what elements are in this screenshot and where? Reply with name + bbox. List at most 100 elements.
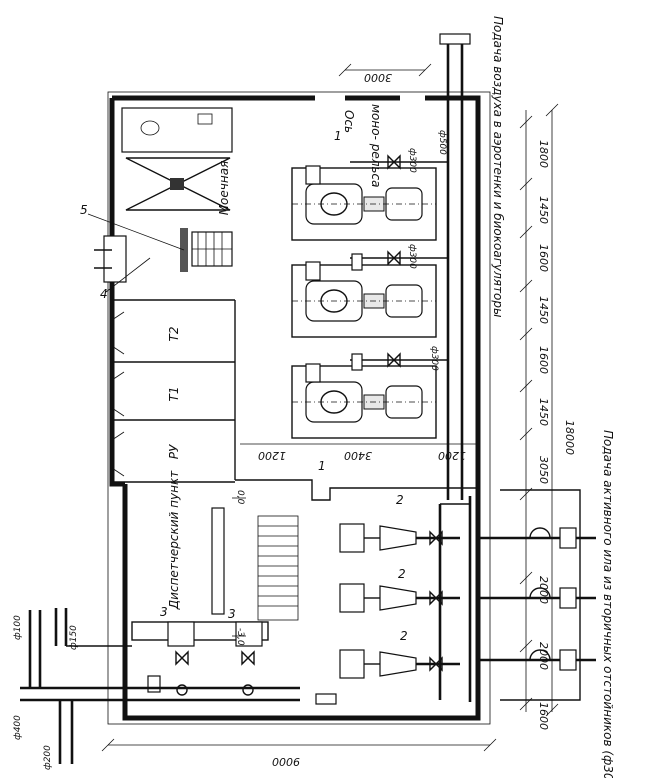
blower-unit: [292, 183, 436, 225]
dispatch-console: [211, 507, 225, 615]
wc-block: [121, 107, 233, 153]
inlet-pipes: [20, 608, 337, 764]
pipe-150-label: ф150: [69, 625, 79, 650]
pump-volute: [379, 585, 417, 611]
valve-handwheel-icon: [242, 684, 254, 696]
dim-1600-b: 1600: [537, 346, 550, 374]
callout-2-b: 2: [398, 567, 406, 581]
dim-1450-a: 1450: [537, 196, 550, 224]
sludge-supply-text: Подача активного ила из вторичных отстой…: [601, 430, 615, 778]
level-zero: 0,0: [235, 490, 245, 505]
tank-icon: [351, 353, 363, 371]
tank-icon: [305, 363, 321, 383]
callout-1-top: 1: [334, 129, 342, 143]
pump-3-bed: [131, 621, 269, 641]
dim-9000: 9000: [272, 755, 300, 768]
dimension-lines: [101, 63, 559, 752]
pipe-sleeve: [315, 693, 337, 705]
blower-motor: [385, 385, 423, 419]
dim-1200-b: 1200: [438, 449, 466, 462]
dim-18000: 18000: [563, 420, 576, 455]
tank-icon: [305, 165, 321, 185]
air-supply-line1: Подача воздуха в аэротенки и биокоагулят…: [491, 16, 505, 317]
valve-icon: [429, 656, 443, 672]
room-ru-label: РУ: [167, 444, 181, 459]
tank-icon: [351, 253, 363, 271]
dim-3050: 3050: [537, 456, 550, 484]
valve-icon: [429, 530, 443, 546]
pump-row-1: [339, 523, 460, 553]
air-supply-text: Подача воздуха в аэротенки и биокоагулят…: [491, 16, 505, 317]
duct-cap: [439, 33, 471, 45]
valve-icon: [387, 352, 401, 368]
blower-unit: [292, 381, 436, 423]
dim-1600-c: 1600: [537, 702, 550, 730]
door-swings: [111, 311, 125, 477]
pump-motor: [339, 523, 365, 553]
gate-chamber: [559, 649, 577, 671]
left-rooms: Моечная Т2 Т1 РУ Диспетчерский пункт: [94, 107, 299, 621]
valve-icon: [241, 650, 255, 666]
pump-3-left: [167, 621, 195, 647]
dispatch-room-label: Диспетчерский пункт: [167, 470, 181, 610]
building-walls: [107, 91, 491, 725]
level-minus-three: -3,0: [235, 628, 245, 646]
callout-2-c: 2: [400, 629, 408, 643]
dim-3400: 3400: [344, 449, 372, 462]
valve-icon: [175, 650, 189, 666]
callout-1-bottom: 1: [318, 459, 326, 473]
pipe-500-label: ф500: [437, 130, 447, 155]
staircase: [257, 515, 299, 621]
washroom-label: Моечная: [217, 161, 231, 216]
pipe-300-label-b: ф300: [407, 244, 417, 269]
blower-unit: [292, 280, 436, 322]
dim-1800: 1800: [537, 140, 550, 168]
pipe-300-label-c: ф300: [429, 346, 439, 371]
gate-chamber: [559, 587, 577, 609]
pump-row-2: [339, 583, 460, 613]
pipe-fitting: [147, 675, 161, 693]
callout-3-a: 3: [160, 605, 168, 619]
dim-1450-b: 1450: [537, 296, 550, 324]
sink-icon: [197, 113, 213, 125]
monorail-label: моно- рельса: [369, 104, 383, 187]
pipe-200-label: ф200: [43, 745, 53, 770]
valve-icon: [387, 250, 401, 266]
valve-icon: [387, 154, 401, 170]
pump-volute: [379, 525, 417, 551]
sludge-pumps: [339, 489, 596, 702]
callout-2-a: 2: [396, 493, 404, 507]
pump-row-3: [339, 649, 460, 679]
pipe-300-label-a: ф300: [407, 148, 417, 173]
pipe-400-label: ф400: [13, 715, 23, 740]
air-ducts: [305, 33, 471, 500]
dim-1200-a: 1200: [258, 449, 286, 462]
entrance-vestibule: [103, 235, 127, 283]
valve-icon: [429, 590, 443, 606]
blower-motor: [385, 187, 423, 221]
pump-motor: [339, 583, 365, 613]
dim-2000-a: 2000: [537, 576, 550, 604]
pump-volute: [379, 651, 417, 677]
dim-1600-a: 1600: [537, 244, 550, 272]
dim-3000: 3000: [364, 71, 392, 84]
axis-label: Ось: [342, 110, 356, 133]
callout-4: 4: [100, 287, 108, 301]
wc-fixture-icon: [140, 120, 160, 136]
pump-3-right: [235, 621, 263, 647]
callout-5: 5: [80, 203, 88, 217]
valve-handwheel-icon: [176, 684, 188, 696]
callout-3-b: 3: [228, 607, 236, 621]
pump-motor: [339, 649, 365, 679]
drain-grate-icon: [170, 178, 184, 190]
blower-unit-shapes: [292, 183, 436, 423]
room-t1-label: Т1: [167, 387, 181, 402]
dim-1450-c: 1450: [537, 398, 550, 426]
pipe-100-label: ф100: [13, 615, 23, 640]
blower-motor: [385, 284, 423, 318]
tank-icon: [305, 261, 321, 281]
gate-chamber: [559, 527, 577, 549]
room-t2-label: Т2: [167, 327, 181, 342]
